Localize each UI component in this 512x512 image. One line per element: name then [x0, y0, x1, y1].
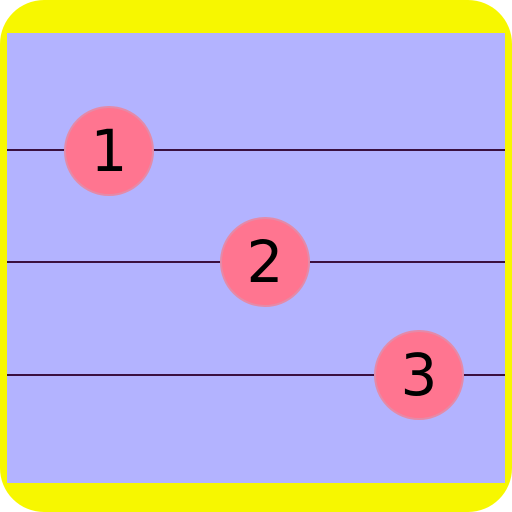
tab-panel: 1 2 3	[7, 33, 505, 483]
string-line-3	[7, 374, 505, 376]
finger-marker-label: 3	[400, 341, 438, 409]
finger-marker-label: 2	[246, 228, 284, 296]
string-line-1	[7, 149, 505, 151]
finger-marker-2: 2	[220, 217, 310, 307]
finger-marker-label: 1	[90, 117, 128, 185]
finger-marker-1: 1	[64, 106, 154, 196]
finger-marker-3: 3	[374, 330, 464, 420]
